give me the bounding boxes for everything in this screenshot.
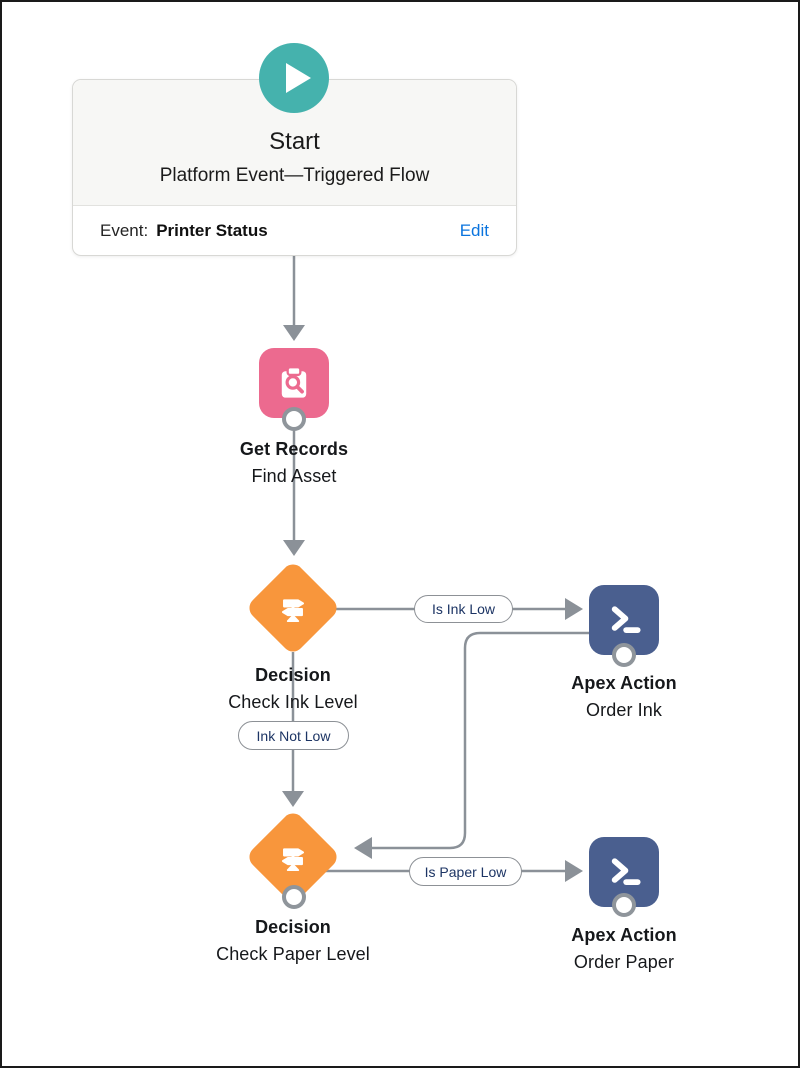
signpost-icon [281, 599, 305, 623]
node-title: Get Records [239, 439, 349, 459]
start-subtitle: Platform Event—Triggered Flow [159, 165, 430, 186]
event-label: Event: [100, 220, 149, 240]
node-subtitle: Find Asset [251, 466, 337, 486]
get-records-label: Get Records Find Asset [164, 436, 424, 490]
get-records-node[interactable] [259, 348, 329, 418]
node-title: Apex Action [571, 673, 677, 693]
start-node-card[interactable]: Start Platform Event—Triggered Flow Even… [72, 79, 517, 256]
clipboard-search-icon [281, 366, 307, 398]
edit-link[interactable]: Edit [459, 220, 489, 240]
play-icon [286, 63, 311, 93]
connector-label-is-paper-low[interactable]: Is Paper Low [409, 857, 522, 886]
decision-inner [259, 823, 327, 891]
event-value: Printer Status [156, 220, 268, 240]
apex-order-paper-label: Apex Action Order Paper [494, 922, 754, 976]
start-event-row: Event: Printer Status Edit [73, 206, 516, 255]
signpost-icon [281, 848, 305, 872]
terminal-icon [611, 606, 641, 633]
node-subtitle: Check Ink Level [228, 692, 358, 712]
node-title: Decision [255, 665, 331, 685]
decision-inner [259, 574, 327, 642]
connector-label-is-ink-low[interactable]: Is Ink Low [414, 595, 513, 623]
node-title: Apex Action [571, 925, 677, 945]
start-play-button[interactable] [259, 43, 329, 113]
decision-paper-node[interactable] [244, 808, 342, 906]
apex-order-ink-label: Apex Action Order Ink [494, 670, 754, 724]
node-subtitle: Order Ink [586, 700, 662, 720]
event-group: Event: Printer Status [100, 221, 268, 241]
node-title: Decision [255, 917, 331, 937]
get-records-connector-port[interactable] [282, 407, 306, 431]
connector-label-ink-not-low[interactable]: Ink Not Low [238, 721, 349, 750]
apex-order-ink-connector-port[interactable] [612, 643, 636, 667]
node-subtitle: Order Paper [573, 952, 675, 972]
decision-paper-connector-port[interactable] [282, 885, 306, 909]
node-subtitle: Check Paper Level [216, 944, 370, 964]
start-title: Start [269, 128, 320, 155]
terminal-icon [611, 858, 641, 885]
decision-ink-label: Decision Check Ink Level [163, 662, 423, 716]
decision-paper-label: Decision Check Paper Level [163, 914, 423, 968]
apex-order-paper-connector-port[interactable] [612, 893, 636, 917]
decision-ink-node[interactable] [244, 559, 342, 657]
